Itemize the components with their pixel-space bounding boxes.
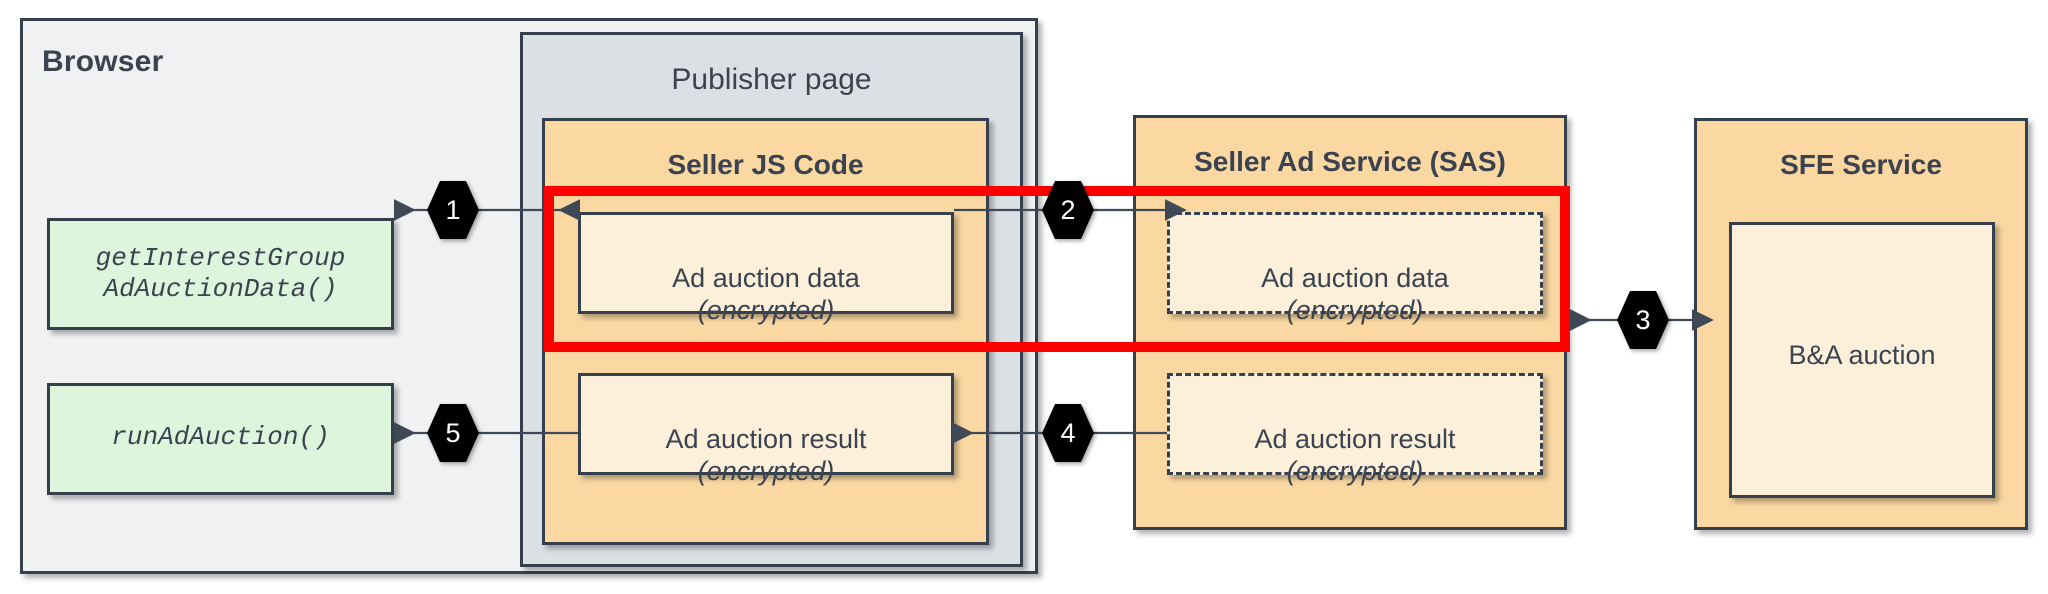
sas-ad-auction-data-label: Ad auction data (encrypted): [1167, 231, 1543, 358]
step-badge-4: 4: [1042, 404, 1094, 462]
step-badge-2: 2: [1042, 181, 1094, 239]
step-badge-2-number: 2: [1060, 194, 1076, 225]
sas-ad-auction-result-label: Ad auction result (encrypted): [1167, 392, 1543, 519]
sas-ad-auction-result-line1: Ad auction result: [1254, 423, 1456, 454]
api-box-run-ad-auction: [47, 383, 394, 495]
step-badge-3: 3: [1617, 291, 1669, 349]
step-badge-5-number: 5: [445, 417, 461, 448]
seller-js-code-label: Seller JS Code: [667, 149, 864, 180]
sfe-service-label: SFE Service: [1780, 149, 1942, 180]
sas-ad-auction-result-line2: (encrypted): [1286, 455, 1424, 486]
js-ad-auction-data-label: Ad auction data (encrypted): [578, 231, 954, 358]
step-badge-1-number: 1: [445, 194, 461, 225]
js-ad-auction-data-line2: (encrypted): [697, 294, 835, 325]
step-badge-1: 1: [427, 181, 479, 239]
browser-label: Browser: [42, 45, 164, 78]
api-box-get-interest-group-ad-auction-data: [47, 218, 394, 330]
js-ad-auction-result-box: [578, 373, 954, 475]
sfe-ba-auction-label: B&A auction: [1788, 340, 1936, 370]
step-badge-3-number: 3: [1635, 304, 1651, 335]
seller-ad-service-label: Seller Ad Service (SAS): [1194, 146, 1506, 177]
publisher-page-label: Publisher page: [671, 63, 872, 96]
js-ad-auction-result-line2: (encrypted): [697, 455, 835, 486]
api-label-get-interest-group-ad-auction-data: getInterestGroup AdAuctionData(): [95, 243, 346, 304]
step-badge-5: 5: [427, 404, 479, 462]
step-badge-4-number: 4: [1060, 417, 1076, 448]
api-label-run-ad-auction: runAdAuction(): [111, 422, 330, 452]
js-ad-auction-result-line1: Ad auction result: [665, 423, 867, 454]
sfe-ba-auction-box: [1729, 222, 1995, 498]
sas-ad-auction-data-line1: Ad auction data: [1261, 262, 1449, 293]
sas-ad-auction-data-box: [1167, 212, 1543, 314]
js-ad-auction-result-label: Ad auction result (encrypted): [578, 392, 954, 519]
js-ad-auction-data-box: [578, 212, 954, 314]
sas-ad-auction-data-line2: (encrypted): [1286, 294, 1424, 325]
sas-ad-auction-result-box: [1167, 373, 1543, 475]
js-ad-auction-data-line1: Ad auction data: [672, 262, 860, 293]
